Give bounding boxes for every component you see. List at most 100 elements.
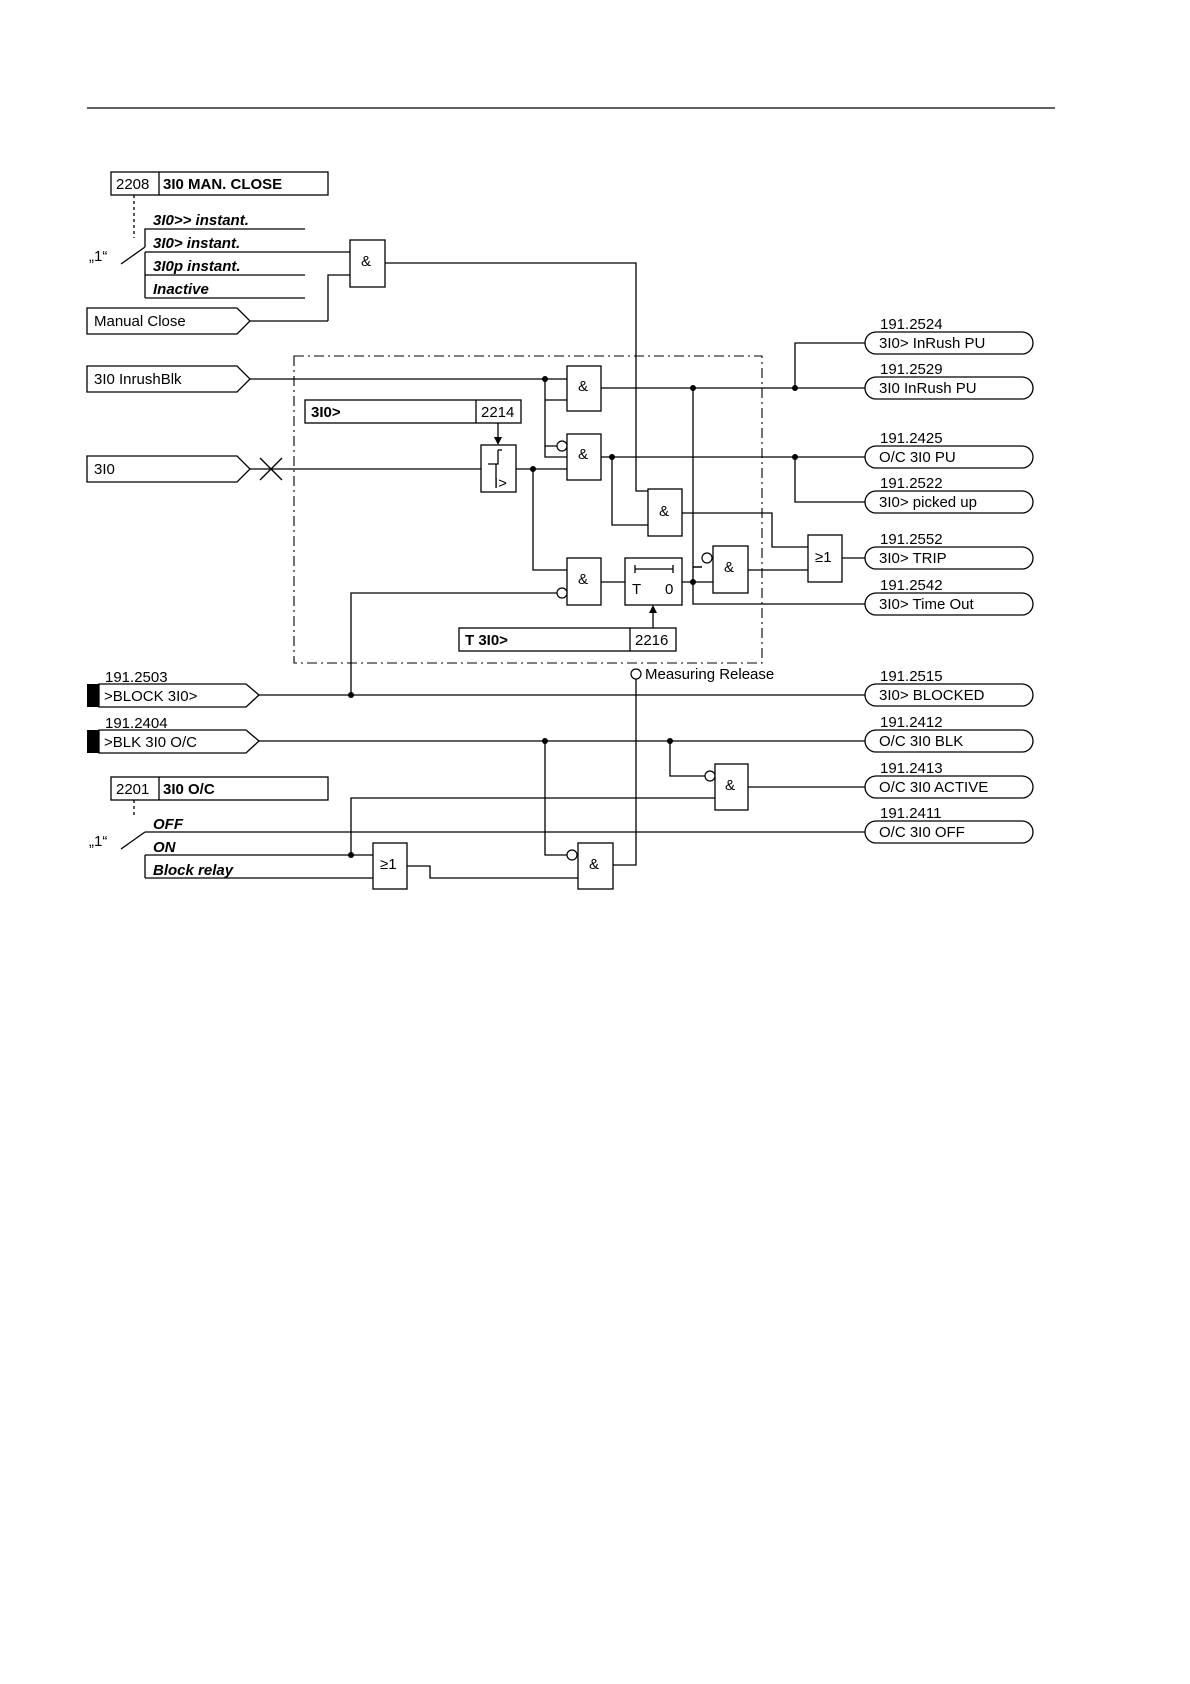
output-pill <box>864 683 1034 707</box>
option-block-relay: Block relay <box>153 862 234 879</box>
output-number: 191.2412 <box>880 714 943 731</box>
output-signals: 191.2524 3I0> InRush PU 191.2529 3I0 InRush… <box>864 316 1034 844</box>
option-3i0p-instant: 3I0p instant. <box>153 258 241 275</box>
option-off: OFF <box>153 816 184 833</box>
output-pill <box>864 592 1034 616</box>
and-gate-active: & <box>714 763 749 811</box>
output-label: 3I0> BLOCKED <box>879 687 985 704</box>
timer-block: T 0 <box>624 557 683 606</box>
output-pill <box>864 490 1034 514</box>
setting-2216-name: T 3I0> <box>465 632 508 649</box>
output-number: 191.2542 <box>880 577 943 594</box>
and-gate-trip: & <box>712 545 749 594</box>
and-gate-inrush: & <box>566 365 602 412</box>
or-gate-release: ≥1 <box>372 842 408 890</box>
output-number: 191.2529 <box>880 361 943 378</box>
or-gate-trip: ≥1 <box>807 534 843 583</box>
input-3i0: 3I0 <box>86 455 251 483</box>
output-pill <box>864 775 1034 799</box>
output-time-out: 191.2542 3I0> Time Out <box>864 577 1034 616</box>
output-pill <box>864 331 1034 355</box>
svg-text:&: & <box>361 253 371 270</box>
setting-2208-address: 2208 <box>116 176 149 193</box>
svg-text:&: & <box>725 777 735 794</box>
output-number: 191.2524 <box>880 316 943 333</box>
manual-close-and-gate: & <box>349 239 386 288</box>
output-number: 191.2522 <box>880 475 943 492</box>
setting-2208-default-marker: „1“ <box>89 248 107 265</box>
setting-2201-default-marker: „1“ <box>89 833 107 850</box>
svg-text:&: & <box>578 378 588 395</box>
setting-2201-name: 3I0 O/C <box>163 781 215 798</box>
svg-text:≥1: ≥1 <box>380 856 397 873</box>
svg-text:>BLK 3I0 O/C: >BLK 3I0 O/C <box>104 734 197 751</box>
svg-text:0: 0 <box>665 581 673 598</box>
option-inactive: Inactive <box>153 281 209 298</box>
and-gate-release: & <box>577 842 614 890</box>
svg-text:191.2503: 191.2503 <box>105 669 168 686</box>
setting-2208-name: 3I0 MAN. CLOSE <box>163 176 282 193</box>
output-picked-up: 191.2522 3I0> picked up <box>864 475 1034 514</box>
output-number: 191.2411 <box>880 805 941 822</box>
svg-text:I>: I> <box>494 475 507 492</box>
setting-2214: 3I0> 2214 <box>304 399 522 424</box>
svg-text:3I0: 3I0 <box>94 461 115 478</box>
input-manual-close: Manual Close <box>86 307 251 335</box>
output-pill <box>864 546 1034 570</box>
output-number: 191.2413 <box>880 760 943 777</box>
svg-text:191.2404: 191.2404 <box>105 715 168 732</box>
setting-2201-address: 2201 <box>116 781 149 798</box>
output-label: O/C 3I0 BLK <box>879 733 963 750</box>
output-label: 3I0> TRIP <box>879 550 947 567</box>
output-label: O/C 3I0 ACTIVE <box>879 779 988 796</box>
output-trip: 191.2552 3I0> TRIP <box>864 531 1034 570</box>
output-number: 191.2425 <box>880 430 943 447</box>
setting-2201: 2201 3I0 O/C „1“ OFF ON Block relay <box>89 776 865 879</box>
output-blocked: 191.2515 3I0> BLOCKED <box>864 668 1034 707</box>
input-block-3i0: 191.2503 >BLOCK 3I0> <box>87 669 260 708</box>
svg-text:T: T <box>632 581 641 598</box>
svg-text:&: & <box>578 571 588 588</box>
function-boundary <box>293 355 763 664</box>
input-blk-3i0-oc: 191.2404 >BLK 3I0 O/C <box>87 715 260 754</box>
output-number: 191.2515 <box>880 668 943 685</box>
output-inrush-pu-general: 191.2529 3I0 InRush PU <box>864 361 1034 400</box>
svg-text:>BLOCK 3I0>: >BLOCK 3I0> <box>104 688 198 705</box>
svg-text:&: & <box>724 559 734 576</box>
output-label: O/C 3I0 OFF <box>879 824 965 841</box>
svg-text:&: & <box>589 856 599 873</box>
and-gate-pickup: & <box>566 433 602 481</box>
and-gate-timer: & <box>566 557 602 606</box>
setting-2216-address: 2216 <box>635 632 668 649</box>
svg-text:≥1: ≥1 <box>815 549 832 566</box>
output-pill <box>864 445 1034 469</box>
setting-2216: T 3I0> 2216 <box>458 627 677 652</box>
output-label: 3I0 InRush PU <box>879 380 977 397</box>
setting-2214-name: 3I0> <box>311 404 341 421</box>
output-label: O/C 3I0 PU <box>879 449 956 466</box>
output-number: 191.2552 <box>880 531 943 548</box>
output-inrush-pu: 191.2524 3I0> InRush PU <box>864 316 1034 355</box>
output-pill <box>864 820 1034 844</box>
option-on: ON <box>153 839 177 856</box>
output-label: 3I0> picked up <box>879 494 977 511</box>
option-3i0-instant: 3I0> instant. <box>153 235 240 252</box>
output-pill <box>864 376 1034 400</box>
svg-text:&: & <box>659 503 669 520</box>
option-3i0-highset-instant: 3I0>> instant. <box>153 212 249 229</box>
svg-text:&: & <box>578 446 588 463</box>
svg-text:3I0 InrushBlk: 3I0 InrushBlk <box>94 371 182 388</box>
measuring-release-label: Measuring Release <box>645 666 774 683</box>
and-gate-instant: & <box>647 488 683 537</box>
threshold-block: I> <box>480 444 517 493</box>
svg-text:Manual Close: Manual Close <box>94 313 186 330</box>
input-inrush-blk: 3I0 InrushBlk <box>86 365 251 393</box>
output-label: 3I0> InRush PU <box>879 335 985 352</box>
output-pill <box>864 729 1034 753</box>
output-label: 3I0> Time Out <box>879 596 974 613</box>
